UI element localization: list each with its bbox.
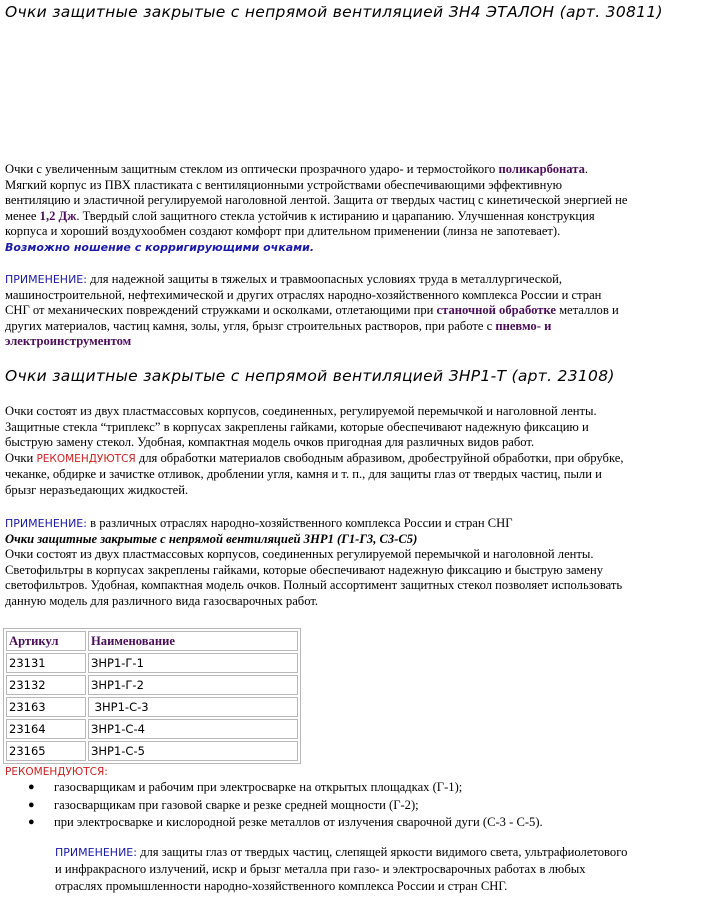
application-section-3: ПРИМЕНЕНИЕ: для защиты глаз от твердых ч…: [55, 844, 627, 895]
app1-line-4: других материалов, частиц камня, золы, у…: [5, 318, 552, 333]
application-section-1: ПРИМЕНЕНИЕ: для надежной защиты в тяжелы…: [5, 272, 700, 350]
bullet-icon: ●: [28, 781, 35, 793]
desc2-line-4: Очки РЕКОМЕНДУЮТСЯ для обработки материа…: [5, 450, 624, 465]
app1-line-1: ПРИМЕНЕНИЕ: для надежной защиты в тяжелы…: [5, 272, 563, 286]
table-row: 23132 ЗНР1-Г-2: [6, 675, 298, 695]
recommended-label: РЕКОМЕНДУЮТСЯ:: [5, 766, 108, 778]
desc2-line-6: брызг неразъедающих жидкостей.: [5, 482, 189, 497]
list-item: ●при электросварке и кислородной резке м…: [24, 814, 543, 832]
sub3-line-3: светофильтров. Удобная, компактная модел…: [5, 578, 623, 592]
desc1-line-2: Мягкий корпус из ПВХ пластиката с вентил…: [5, 177, 563, 192]
desc2-line-3: быструю замену стекол. Удобная, компактн…: [5, 435, 535, 449]
table-row: 23165 ЗНР1-С-5: [6, 741, 298, 761]
product-description-2: Очки состоят из двух пластмассовых корпу…: [5, 404, 700, 498]
product-title-2: Очки защитные закрытые с непрямой вентил…: [5, 367, 615, 385]
name-cell: ЗНР1-Г-1: [88, 653, 298, 673]
app3-line-2: и инфракрасного излучений, искр и брызг …: [55, 862, 586, 876]
name-cell: ЗНР1-С-4: [88, 719, 298, 739]
desc2-line-5: чеканке, обдирке и зачистке отливок, дро…: [5, 467, 602, 481]
application-label: ПРИМЕНЕНИЕ:: [5, 517, 87, 530]
table-row: 23163 ЗНР1-С-3: [6, 697, 298, 717]
name-cell: ЗНР1-Г-2: [88, 675, 298, 695]
polycarbonate-term: поликарбоната: [498, 162, 585, 176]
col-header-name: Наименование: [88, 631, 298, 651]
app3-line-1: ПРИМЕНЕНИЕ: для защиты глаз от твердых ч…: [55, 845, 628, 859]
sub3-line-4: данную модель для различного вида газосв…: [5, 593, 319, 608]
pneumo-term: пневмо- и: [495, 318, 552, 333]
application-label: ПРИМЕНЕНИЕ:: [55, 846, 137, 859]
table-header-row: Артикул Наименование: [6, 631, 298, 651]
desc1-line-3: вентиляцию и эластичной регулируемой наг…: [5, 193, 628, 207]
bullet-icon: ●: [28, 816, 35, 828]
table-row: 23164 ЗНР1-С-4: [6, 719, 298, 739]
list-item: ●газосварщикам при газовой сварке и резк…: [24, 797, 543, 815]
machining-term: станочной обработке: [436, 303, 556, 317]
articles-table: Артикул Наименование 23131 ЗНР1-Г-1 2313…: [3, 628, 301, 764]
article-cell: 23165: [6, 741, 86, 761]
list-item: ●газосварщикам и рабочим при электросвар…: [24, 779, 543, 797]
corrective-glasses-note: Возможно ношение с корригирующими очками…: [5, 240, 315, 254]
desc2-line-1: Очки состоят из двух пластмассовых корпу…: [5, 404, 597, 418]
article-cell: 23131: [6, 653, 86, 673]
bullet-icon: ●: [28, 798, 35, 811]
sub3-line-1: Очки состоят из двух пластмассовых корпу…: [5, 547, 594, 561]
article-cell: 23164: [6, 719, 86, 739]
article-cell: 23163: [6, 697, 86, 717]
recommended-label-inline: РЕКОМЕНДУЮТСЯ: [36, 452, 136, 465]
application-label: ПРИМЕНЕНИЕ:: [5, 273, 87, 286]
desc1-line-5: корпуса и хороший воздухообмен создают к…: [5, 224, 561, 238]
article-cell: 23132: [6, 675, 86, 695]
app1-line-3: СНГ от механических повреждений стружкам…: [5, 303, 619, 317]
desc1-line-1: Очки с увеличенным защитным стеклом из о…: [5, 162, 589, 176]
subproduct-title: Очки защитные закрытые с непрямой вентил…: [5, 531, 418, 546]
product-description-1: Очки с увеличенным защитным стеклом из о…: [5, 162, 700, 255]
table-row: 23131 ЗНР1-Г-1: [6, 653, 298, 673]
application-section-2: ПРИМЕНЕНИЕ: в различных отраслях народно…: [5, 516, 700, 609]
app2-line-1: ПРИМЕНЕНИЕ: в различных отраслях народно…: [5, 516, 513, 530]
name-cell: ЗНР1-С-5: [88, 741, 298, 761]
name-cell: ЗНР1-С-3: [88, 697, 298, 717]
desc1-line-4: менее 1,2 Дж. Твердый слой защитного сте…: [5, 208, 595, 223]
col-header-article: Артикул: [6, 631, 86, 651]
recommendation-list: ●газосварщикам и рабочим при электросвар…: [24, 779, 543, 832]
sub3-line-2: Светофильтры в корпусах закреплены гайка…: [5, 562, 604, 577]
energy-value: 1,2 Дж: [39, 208, 77, 223]
app3-line-3: отраслях промышленности народно-хозяйств…: [55, 879, 508, 893]
desc2-line-2: Защитные стекла “триплекс” в корпусах за…: [5, 419, 589, 434]
app1-line-2: машиностроительной, нефтехимической и др…: [5, 287, 602, 302]
product-title-1: Очки защитные закрытые с непрямой вентил…: [5, 3, 663, 21]
app1-line-5: электроинструментом: [5, 334, 132, 348]
